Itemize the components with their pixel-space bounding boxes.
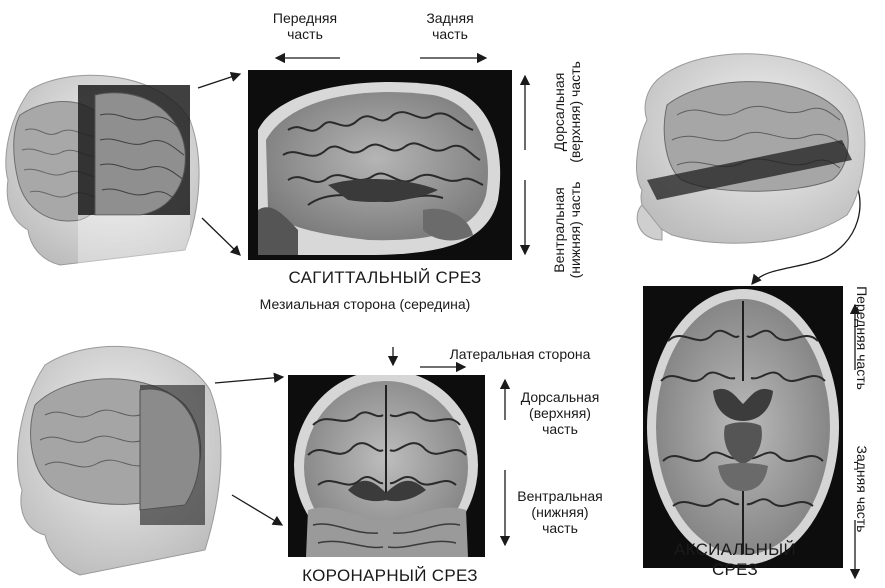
sagittal-mri-scan [248,70,512,260]
ventral-label-sagittal: Вентральная (нижняя) часть [551,160,585,300]
front-label-axial: Передняя часть [852,283,870,393]
coronal-caption: КОРОНАРНЫЙ СРЕЗ [285,566,495,586]
head-model-axial [632,40,872,255]
front-label: Передняя часть [250,10,360,42]
mesial-label: Мезиальная сторона (середина) [225,296,505,312]
dorsal-label-coronal: Дорсальная (верхняя) часть [510,389,610,437]
coronal-mri-scan [288,375,485,557]
back-label: Задняя часть [400,10,500,42]
back-label-axial: Задняя часть [852,439,870,539]
lateral-label: Латеральная сторона [430,346,610,362]
axial-mri-scan [643,286,843,568]
ventral-label-coronal: Вентральная (нижняя) часть [510,488,610,536]
axial-caption: АКСИАЛЬНЫЙ СРЕЗ [660,540,810,580]
head-model-coronal [0,335,235,580]
sagittal-caption: САГИТТАЛЬНЫЙ СРЕЗ [270,268,500,288]
